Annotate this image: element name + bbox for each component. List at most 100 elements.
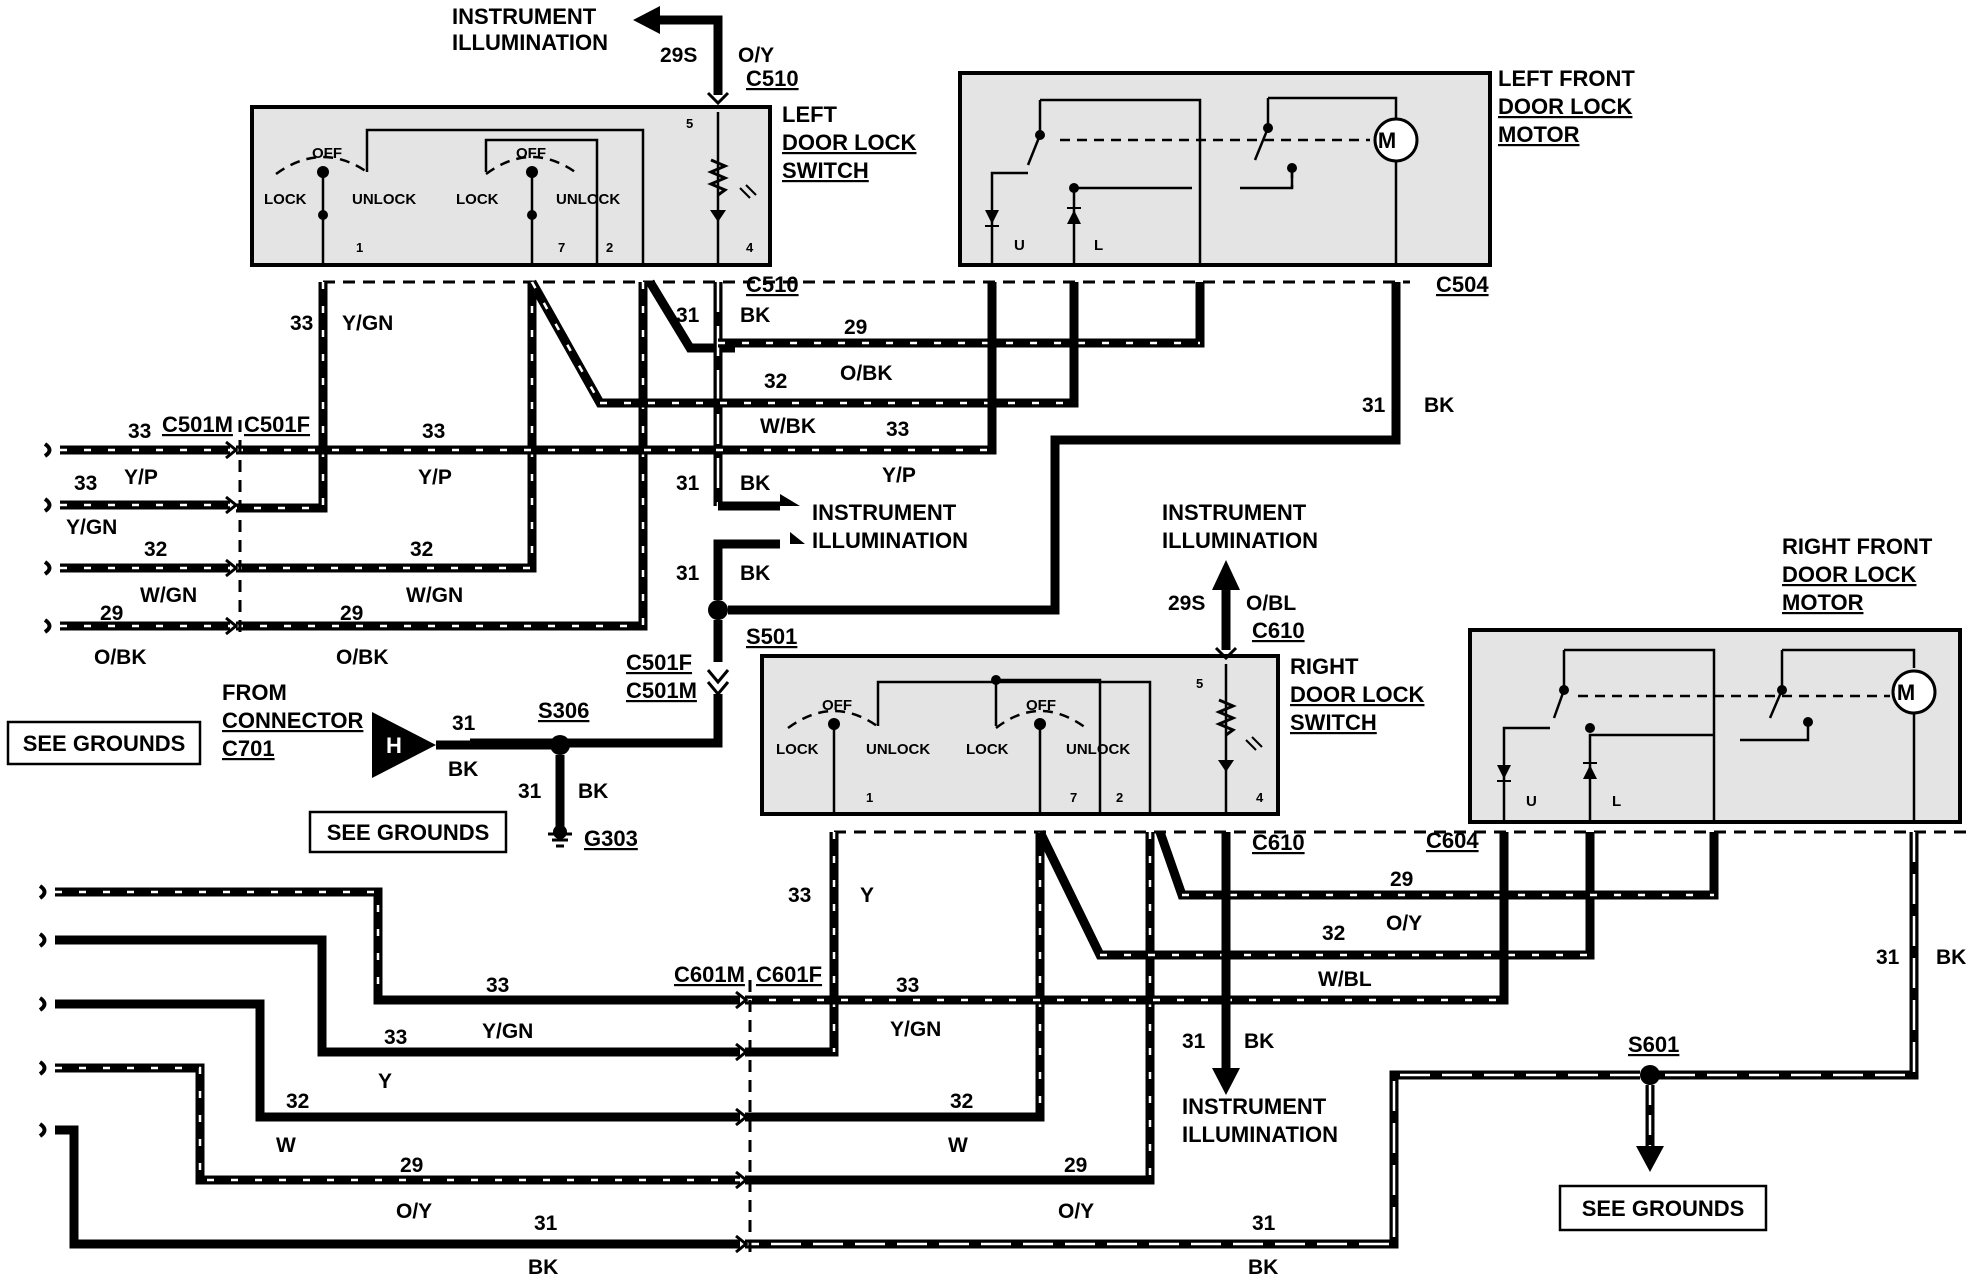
see-grounds-box-1[interactable] [6, 720, 202, 766]
left-motor-l: L [1094, 237, 1103, 254]
connector-c501f-2: C501F [626, 650, 692, 675]
w32-label-1: 32 [764, 370, 787, 393]
h33-1: 33 [128, 420, 151, 443]
wbk-label-1: BK [740, 304, 770, 327]
connector-c501f-1: C501F [244, 412, 310, 437]
lower-wiring [38, 830, 1966, 1260]
h32-1: 32 [144, 538, 167, 561]
left-door-lock-switch[interactable] [250, 105, 772, 267]
connector-h-symbol [372, 712, 552, 778]
right-motor-u: U [1526, 793, 1537, 810]
right-switch-pin-5: 5 [1196, 676, 1203, 691]
w33-label-2: 33 [886, 418, 909, 441]
left-switch-lock-2: LOCK [456, 191, 499, 208]
left-front-door-lock-motor[interactable] [958, 71, 1492, 267]
illumination-label-top-2: ILLUMINATION [452, 30, 608, 55]
right-switch-label-3: SWITCH [1290, 710, 1377, 735]
right-switch-off-2: OFF [1026, 697, 1056, 714]
illumination-mid1-1: INSTRUMENT [812, 500, 957, 525]
g31-1: 31 [452, 712, 476, 735]
illumination-mid1-2: ILLUMINATION [812, 528, 968, 553]
connector-c604: C604 [1426, 828, 1479, 853]
right-front-door-lock-motor[interactable] [1468, 628, 1962, 824]
see-grounds-box-3[interactable] [1558, 1184, 1768, 1232]
w29-label-1: 29 [844, 316, 867, 339]
left-switch-pin-5: 5 [686, 116, 693, 131]
b32-1: 32 [286, 1090, 309, 1113]
illumination-label-top-1: INSTRUMENT [452, 4, 597, 29]
wbk-label-c504: BK [1424, 394, 1454, 417]
connector-c601m: C601M [674, 962, 745, 987]
right-switch-label-2: DOOR LOCK [1290, 682, 1425, 707]
hwgn-1: W/GN [140, 584, 197, 607]
left-motor-label-3: MOTOR [1498, 122, 1580, 147]
right-switch-off-1: OFF [822, 697, 852, 714]
ground-g303: G303 [584, 826, 638, 851]
right-motor-m: M [1897, 680, 1915, 705]
connector-h-letter: H [386, 733, 402, 758]
b31-2: 31 [1252, 1212, 1276, 1235]
see-grounds-1: SEE GROUNDS [23, 731, 186, 756]
left-switch-label-3: SWITCH [782, 158, 869, 183]
b33-2: 33 [896, 974, 919, 997]
connector-c510-bottom: C510 [746, 272, 799, 297]
connector-c501m-1: C501M [162, 412, 233, 437]
hwgn-2: W/GN [406, 584, 463, 607]
h33-2: 33 [422, 420, 445, 443]
hyp-1: Y/P [124, 466, 158, 489]
left-switch-lock-1: LOCK [264, 191, 307, 208]
gbk-2: BK [578, 780, 608, 803]
see-grounds-box-2[interactable] [308, 810, 508, 854]
right-switch-pin-7: 7 [1070, 790, 1077, 805]
ly-1: Y [860, 884, 874, 907]
right-illumination-feed [1212, 560, 1240, 661]
by-3: Y [378, 1070, 392, 1093]
b32-2: 32 [950, 1090, 973, 1113]
see-grounds-2: SEE GROUNDS [327, 820, 490, 845]
from-connector-1: FROM [222, 680, 287, 705]
gbk-1: BK [448, 758, 478, 781]
left-switch-label-2: DOOR LOCK [782, 130, 917, 155]
right-switch-lock-2: LOCK [966, 741, 1009, 758]
connector-c501m-2: C501M [626, 678, 697, 703]
right-switch-pin-4: 4 [1256, 790, 1264, 805]
h33-3: 33 [74, 472, 97, 495]
lbk-r: BK [1936, 946, 1966, 969]
lwbl-1: W/BL [1318, 968, 1372, 991]
hobk-1: O/BK [94, 646, 147, 669]
left-switch-pin-1: 1 [356, 240, 363, 255]
b31-1: 31 [534, 1212, 558, 1235]
connector-c610-top: C610 [1252, 618, 1305, 643]
l32-1: 32 [1322, 922, 1345, 945]
circuit-29s-label: 29S [660, 44, 697, 67]
hygn-3: Y/GN [66, 516, 117, 539]
left-motor-u: U [1014, 237, 1025, 254]
right-door-lock-switch[interactable] [760, 654, 1280, 816]
left-switch-pin-2: 2 [606, 240, 613, 255]
circuit-29s-right: 29S [1168, 592, 1205, 615]
h29-1: 29 [100, 602, 123, 625]
boy-2: O/Y [1058, 1200, 1094, 1223]
left-motor-label-2: DOOR LOCK [1498, 94, 1633, 119]
l31-2: 31 [1182, 1030, 1206, 1053]
wbk-label-3: BK [740, 562, 770, 585]
right-switch-pin-2: 2 [1116, 790, 1123, 805]
w31-label-c504: 31 [1362, 394, 1386, 417]
connector-c601f: C601F [756, 962, 822, 987]
right-motor-label-3: MOTOR [1782, 590, 1864, 615]
upper-wiring: C510 C504 [43, 272, 1489, 748]
boy-1: O/Y [396, 1200, 432, 1223]
splice-s306-label: S306 [538, 698, 589, 723]
bygn-1: Y/GN [482, 1020, 533, 1043]
right-switch-unlock-1: UNLOCK [866, 741, 930, 758]
left-switch-pin-7: 7 [558, 240, 565, 255]
connector-c504: C504 [1436, 272, 1489, 297]
l33-1: 33 [788, 884, 811, 907]
l31-r: 31 [1876, 946, 1900, 969]
right-switch-lock-1: LOCK [776, 741, 819, 758]
lbk-2: BK [1244, 1030, 1274, 1053]
circuit-obl-right: O/BL [1246, 592, 1296, 615]
w31-label-1: 31 [676, 304, 700, 327]
left-switch-pin-4: 4 [746, 240, 754, 255]
w33-label-1: 33 [290, 312, 313, 335]
